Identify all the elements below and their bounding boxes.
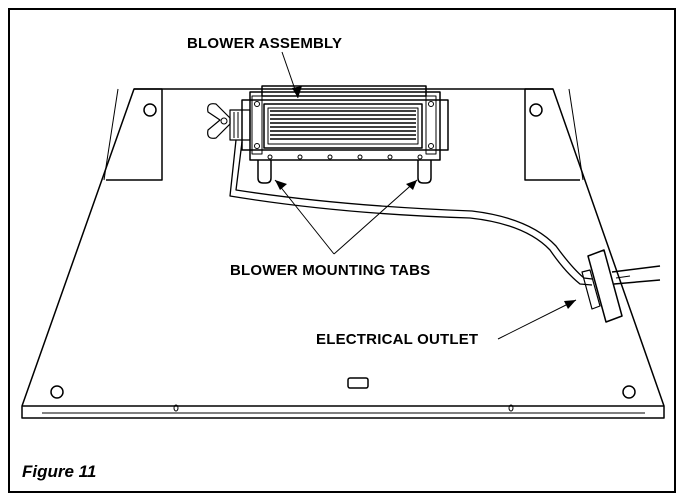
- figure-frame: [8, 8, 676, 493]
- mounting-tab-arrowhead-right: [406, 180, 417, 190]
- mounting-hole-bottom-left: [50, 385, 64, 399]
- leader-lines: [274, 51, 577, 340]
- right-corner-bracket: [524, 88, 584, 181]
- blower-assembly: [207, 85, 449, 161]
- left-corner-bracket: [103, 88, 163, 181]
- rivet-right: [508, 404, 514, 412]
- label-electrical-outlet: ELECTRICAL OUTLET: [316, 331, 478, 348]
- mounting-tab-arrowhead-left: [275, 180, 287, 190]
- panel-slot: [347, 377, 369, 389]
- blower-mounting-tab-left: [257, 160, 272, 184]
- blower-mounting-tab-right: [417, 160, 432, 184]
- electrical-outlet: [581, 249, 661, 323]
- label-blower-mounting-tabs: BLOWER MOUNTING TABS: [230, 262, 430, 279]
- electrical-outlet-leader: [497, 299, 577, 340]
- mounting-tab-leader-left: [274, 179, 335, 255]
- label-blower-assembly: BLOWER ASSEMBLY: [187, 35, 342, 52]
- electrical-outlet-arrowhead: [564, 300, 576, 309]
- rivet-left: [173, 404, 179, 412]
- figure-caption: Figure 11: [22, 462, 97, 481]
- blower-assembly-arrowhead: [292, 86, 302, 98]
- mounting-hole-bottom-right: [622, 385, 636, 399]
- power-cord: [229, 139, 593, 286]
- mounting-tab-leader-right: [333, 179, 418, 255]
